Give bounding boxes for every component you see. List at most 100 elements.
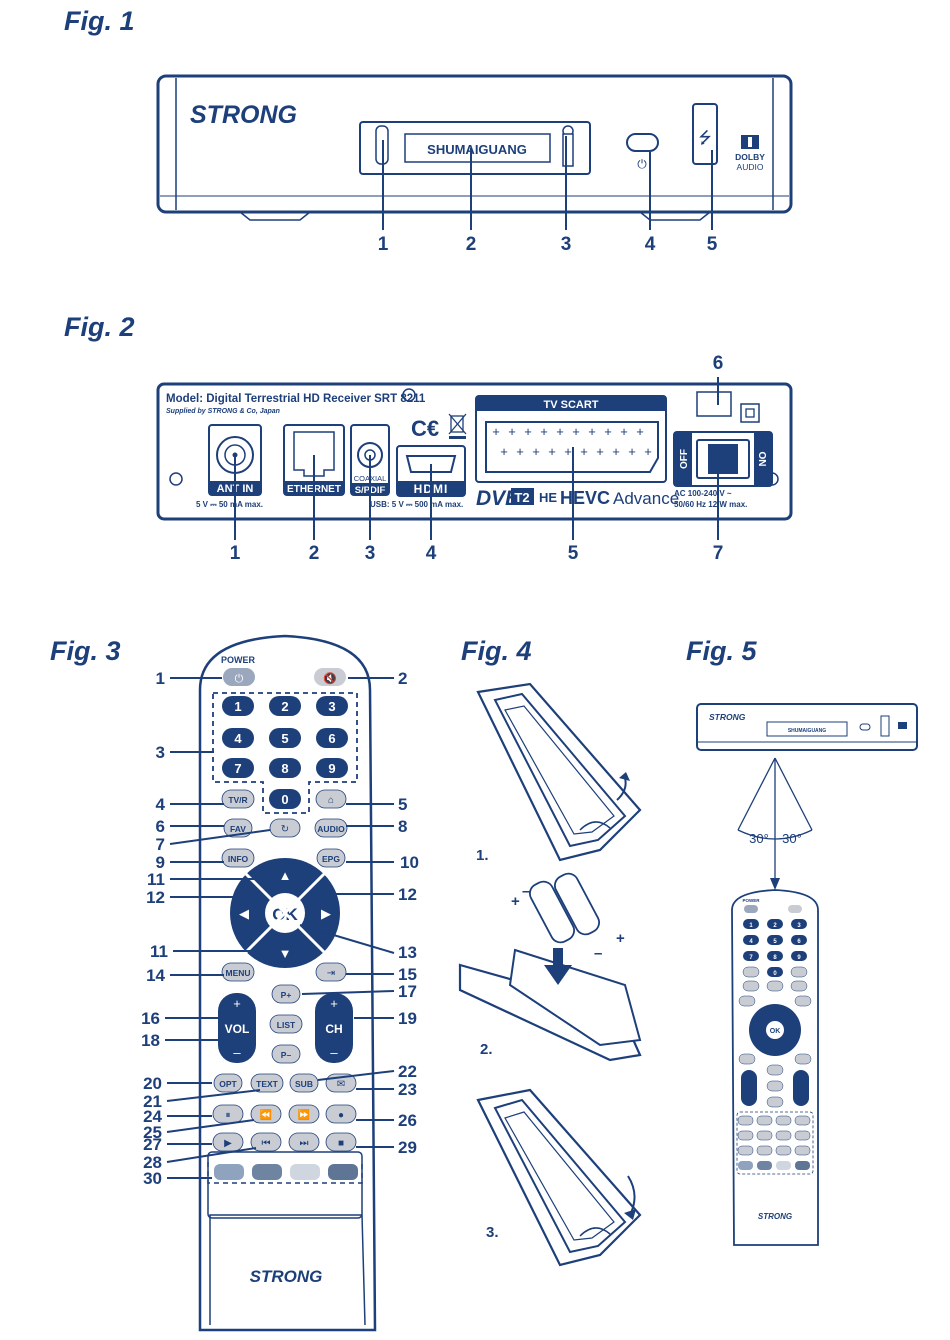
ant-spec: 5 V ⎓ 50 mA max. bbox=[196, 500, 263, 509]
mini-grey-button bbox=[794, 995, 812, 1007]
mute-icon: 🔇 bbox=[323, 672, 337, 685]
usb-port-icon bbox=[692, 103, 718, 165]
fig3-callout: 3 bbox=[156, 743, 165, 762]
mini-grey-button bbox=[775, 1115, 792, 1126]
dvb-logo: DVB bbox=[476, 487, 520, 510]
fig5-title: Fig. 5 bbox=[686, 636, 757, 666]
mini-grey-button bbox=[766, 980, 784, 992]
scart-pin-icon: + bbox=[492, 424, 500, 439]
forward-button bbox=[288, 1104, 320, 1124]
mini-grey-button bbox=[742, 980, 760, 992]
mini-grey-button bbox=[794, 1053, 812, 1065]
mini-media-group bbox=[736, 1111, 814, 1175]
home-button bbox=[315, 789, 347, 809]
exit-button bbox=[315, 962, 347, 982]
standby-symbol-icon: ⏻ bbox=[637, 157, 647, 171]
fig4-title: Fig. 4 bbox=[461, 636, 532, 666]
mini-digit-button bbox=[791, 951, 807, 961]
usb-symbol-icon: ⭍ bbox=[698, 129, 711, 147]
fig3-callout: 29 bbox=[398, 1138, 417, 1157]
digit-button bbox=[222, 728, 254, 748]
standby-symbol-icon: ⏻ bbox=[235, 673, 244, 685]
fig2-title: Fig. 2 bbox=[64, 312, 135, 342]
mini-grey-button bbox=[794, 1145, 811, 1156]
scart-pin-icon: + bbox=[508, 424, 516, 439]
fig3-callout: 26 bbox=[398, 1111, 417, 1130]
opt-button-label: OPT bbox=[219, 1079, 237, 1089]
digit-button bbox=[269, 789, 301, 809]
vol-minus-label: – bbox=[233, 1045, 241, 1060]
fig2-callout: 2 bbox=[309, 543, 320, 564]
fav-button-label: FAV bbox=[230, 824, 246, 834]
battery-icon bbox=[529, 880, 575, 944]
ch-minus-label: – bbox=[330, 1045, 338, 1060]
mini-grey-button bbox=[790, 966, 808, 978]
fig1-callout: 2 bbox=[466, 234, 477, 255]
scart-pin-icon: + bbox=[580, 444, 588, 459]
ch-rocker bbox=[315, 993, 353, 1063]
digit-label: 1 bbox=[234, 699, 241, 714]
fig3-callout: 22 bbox=[398, 1062, 417, 1081]
scart-pin-icon: + bbox=[596, 444, 604, 459]
fig3-callout: 2 bbox=[398, 669, 407, 688]
fig3-callout: 4 bbox=[156, 795, 166, 814]
digit-label: 7 bbox=[234, 761, 241, 776]
mini-digit-label: 3 bbox=[797, 923, 801, 929]
angle-left-label: 30° bbox=[749, 831, 769, 846]
home-button-icon: ⌂ bbox=[328, 795, 334, 806]
color-key-button bbox=[252, 1164, 282, 1180]
he-logo: HE bbox=[539, 490, 557, 505]
vol-label: VOL bbox=[225, 1022, 250, 1036]
fig3-callout: 13 bbox=[398, 943, 417, 962]
fig3-callout: 9 bbox=[156, 853, 165, 872]
usb-spec: USB: 5 V ⎓ 500 mA max. bbox=[370, 500, 463, 509]
fig3-leader-line bbox=[301, 990, 395, 995]
power-spec-1: AC 100-240 V ~ bbox=[674, 489, 732, 498]
scart-connector-icon bbox=[485, 421, 659, 473]
info-button bbox=[221, 848, 255, 868]
fig5-display-text: SHUMAIGUANG bbox=[788, 728, 826, 734]
mini-grey-button bbox=[756, 1145, 773, 1156]
screw-icon bbox=[169, 472, 183, 486]
digit-button bbox=[269, 758, 301, 778]
double-insulation-icon bbox=[740, 403, 760, 423]
mini-digit-label: 7 bbox=[749, 955, 753, 961]
fig3-callout: 28 bbox=[143, 1153, 162, 1172]
digit-button bbox=[269, 728, 301, 748]
exit-button-icon: ⇥ bbox=[327, 968, 335, 979]
text-button-label: TEXT bbox=[256, 1079, 279, 1089]
fig3-callout: 14 bbox=[146, 966, 165, 985]
mini-grey-button bbox=[775, 1130, 792, 1141]
supplied-line: Supplied by STRONG & Co, Japan bbox=[166, 408, 280, 415]
color-key-button bbox=[214, 1164, 244, 1180]
mini-digit-button bbox=[767, 967, 783, 977]
fig3-leader-line bbox=[169, 829, 271, 845]
digit-button bbox=[316, 696, 348, 716]
mini-grey-button bbox=[794, 1115, 811, 1126]
mini-grey-button bbox=[737, 1115, 754, 1126]
polarity-minus: – bbox=[522, 883, 530, 900]
power-spec-2: 50/60 Hz 12 W max. bbox=[674, 500, 747, 509]
fig3-callout: 27 bbox=[143, 1135, 162, 1154]
menu-button bbox=[221, 962, 255, 982]
digit-label: 0 bbox=[281, 792, 288, 807]
fig3-callout: 21 bbox=[143, 1092, 162, 1111]
digit-button bbox=[222, 758, 254, 778]
power-cord-icon bbox=[696, 391, 732, 417]
close-arrow-icon bbox=[624, 1209, 636, 1220]
mini-grey-button bbox=[738, 995, 756, 1007]
epg-button-label: EPG bbox=[322, 854, 340, 864]
mini-grey-button bbox=[756, 1115, 773, 1126]
fig3-callout: 7 bbox=[156, 835, 165, 854]
fig3-callout: 30 bbox=[143, 1169, 162, 1188]
mini-digit-button bbox=[743, 951, 759, 961]
remote-body bbox=[198, 634, 377, 1332]
fig3-leader-line bbox=[299, 924, 395, 954]
scart-pin-icon: + bbox=[532, 444, 540, 459]
mini-digit-button bbox=[791, 935, 807, 945]
color-key-button bbox=[328, 1164, 358, 1180]
audio-button-label: AUDIO bbox=[317, 824, 345, 834]
mini-grey-button bbox=[737, 1130, 754, 1141]
mini-grey-button bbox=[738, 1053, 756, 1065]
digit-label: 5 bbox=[281, 731, 288, 746]
